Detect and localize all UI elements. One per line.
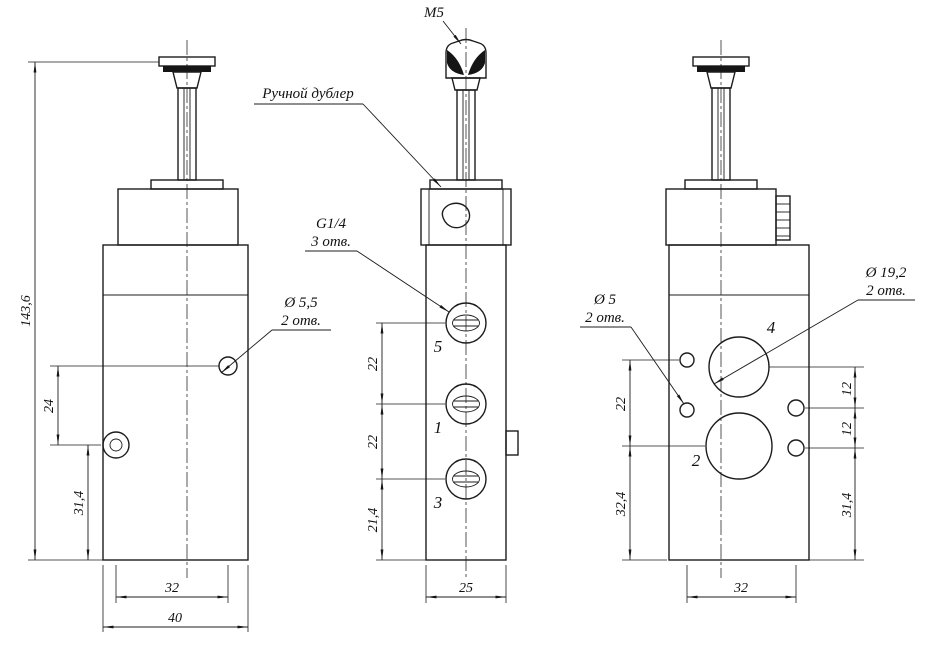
leader-g14	[356, 250, 450, 313]
dim-31-4-left: 31,4	[72, 491, 87, 517]
callout-d5-5-text: Ø 5,5	[283, 295, 318, 311]
port-5	[445, 302, 487, 344]
dim-21-4: 21,4	[366, 508, 381, 533]
manual-override-lever	[441, 202, 471, 229]
callout-d5-qty: 2 отв.	[585, 310, 625, 326]
port-label-5: 5	[434, 337, 443, 356]
hole-right-top	[787, 399, 805, 417]
dim-22-right: 22	[614, 397, 629, 411]
knurled-nut	[445, 38, 487, 79]
callout-g14-text: G1/4	[316, 216, 347, 232]
port-label-1: 1	[434, 418, 443, 437]
solenoid-block-left	[117, 188, 239, 246]
leader-m5	[442, 20, 462, 45]
valve-stem-left	[150, 56, 224, 190]
view-side-right: 4 2 Ø 5 2 отв. Ø 19,2 2 отв. 22 32,4	[580, 40, 915, 603]
dim-32-left: 32	[164, 581, 179, 596]
port-label-4: 4	[767, 318, 776, 337]
view-side-left: 143,6 24 31,4 32 40 Ø 5,5 2 отв.	[19, 40, 331, 632]
port-1	[445, 383, 487, 425]
port-label-3: 3	[433, 493, 443, 512]
callout-d5-5: Ø 5,5 2 отв.	[220, 295, 331, 374]
view-front: 5 1 3 M5 Ручной дублер G1/4 3 отв.	[254, 5, 519, 603]
leader-d19-2	[713, 299, 859, 385]
dim-31-4-right: 31,4	[840, 493, 855, 519]
port-label-2: 2	[692, 451, 701, 470]
dim-25: 25	[459, 581, 473, 596]
callout-d5-5-qty: 2 отв.	[281, 313, 321, 329]
callout-d19-2: Ø 19,2 2 отв.	[713, 265, 915, 385]
valve-body-right	[668, 244, 810, 561]
callout-d19-2-text: Ø 19,2	[865, 265, 907, 281]
callout-d19-2-qty: 2 отв.	[866, 283, 906, 299]
dim-total-height: 143,6	[19, 295, 34, 327]
boss-hole-inner	[109, 438, 123, 452]
callout-m5: M5	[423, 5, 462, 45]
hole-d5-top	[679, 352, 695, 368]
dim-24: 24	[42, 399, 57, 413]
cap-neck-front	[451, 77, 481, 91]
dim-22-a: 22	[366, 357, 381, 371]
port-4-bore	[708, 336, 770, 398]
hole-right-bottom	[787, 439, 805, 457]
side-lug	[505, 430, 519, 456]
valve-body-front	[425, 244, 507, 561]
callout-manual-override: Ручной дублер	[254, 86, 442, 188]
callout-manual-override-text: Ручной дублер	[261, 86, 354, 102]
left-view-dimensions: 143,6 24 31,4 32 40	[19, 61, 249, 632]
dim-22-b: 22	[366, 435, 381, 449]
hole-d5-bottom	[679, 402, 695, 418]
right-view-dimensions: 22 32,4 12 12 31,4 32	[614, 359, 864, 603]
leader-d5	[630, 326, 685, 405]
callout-d5-text: Ø 5	[593, 292, 617, 308]
dim-12-a: 12	[840, 382, 855, 396]
dim-40: 40	[168, 611, 182, 626]
port-2-bore	[705, 412, 773, 480]
cap-neck	[172, 71, 202, 89]
dim-32-right: 32	[733, 581, 748, 596]
leader-d5-5	[220, 329, 273, 374]
connector-grill	[775, 195, 791, 241]
leader-manual-override	[362, 103, 442, 188]
dim-32-4: 32,4	[614, 492, 629, 518]
callout-d5: Ø 5 2 отв.	[580, 292, 685, 405]
cap-band	[163, 66, 211, 72]
callout-g14: G1/4 3 отв.	[305, 216, 450, 313]
callout-m5-text: M5	[423, 5, 444, 21]
port-3	[445, 458, 487, 500]
front-view-dimensions: 22 22 21,4 25	[366, 322, 507, 603]
valve-body-left	[102, 244, 249, 561]
callout-g14-qty: 3 отв.	[310, 234, 351, 250]
boss-hole-outer	[102, 431, 130, 459]
dim-12-b: 12	[840, 422, 855, 436]
